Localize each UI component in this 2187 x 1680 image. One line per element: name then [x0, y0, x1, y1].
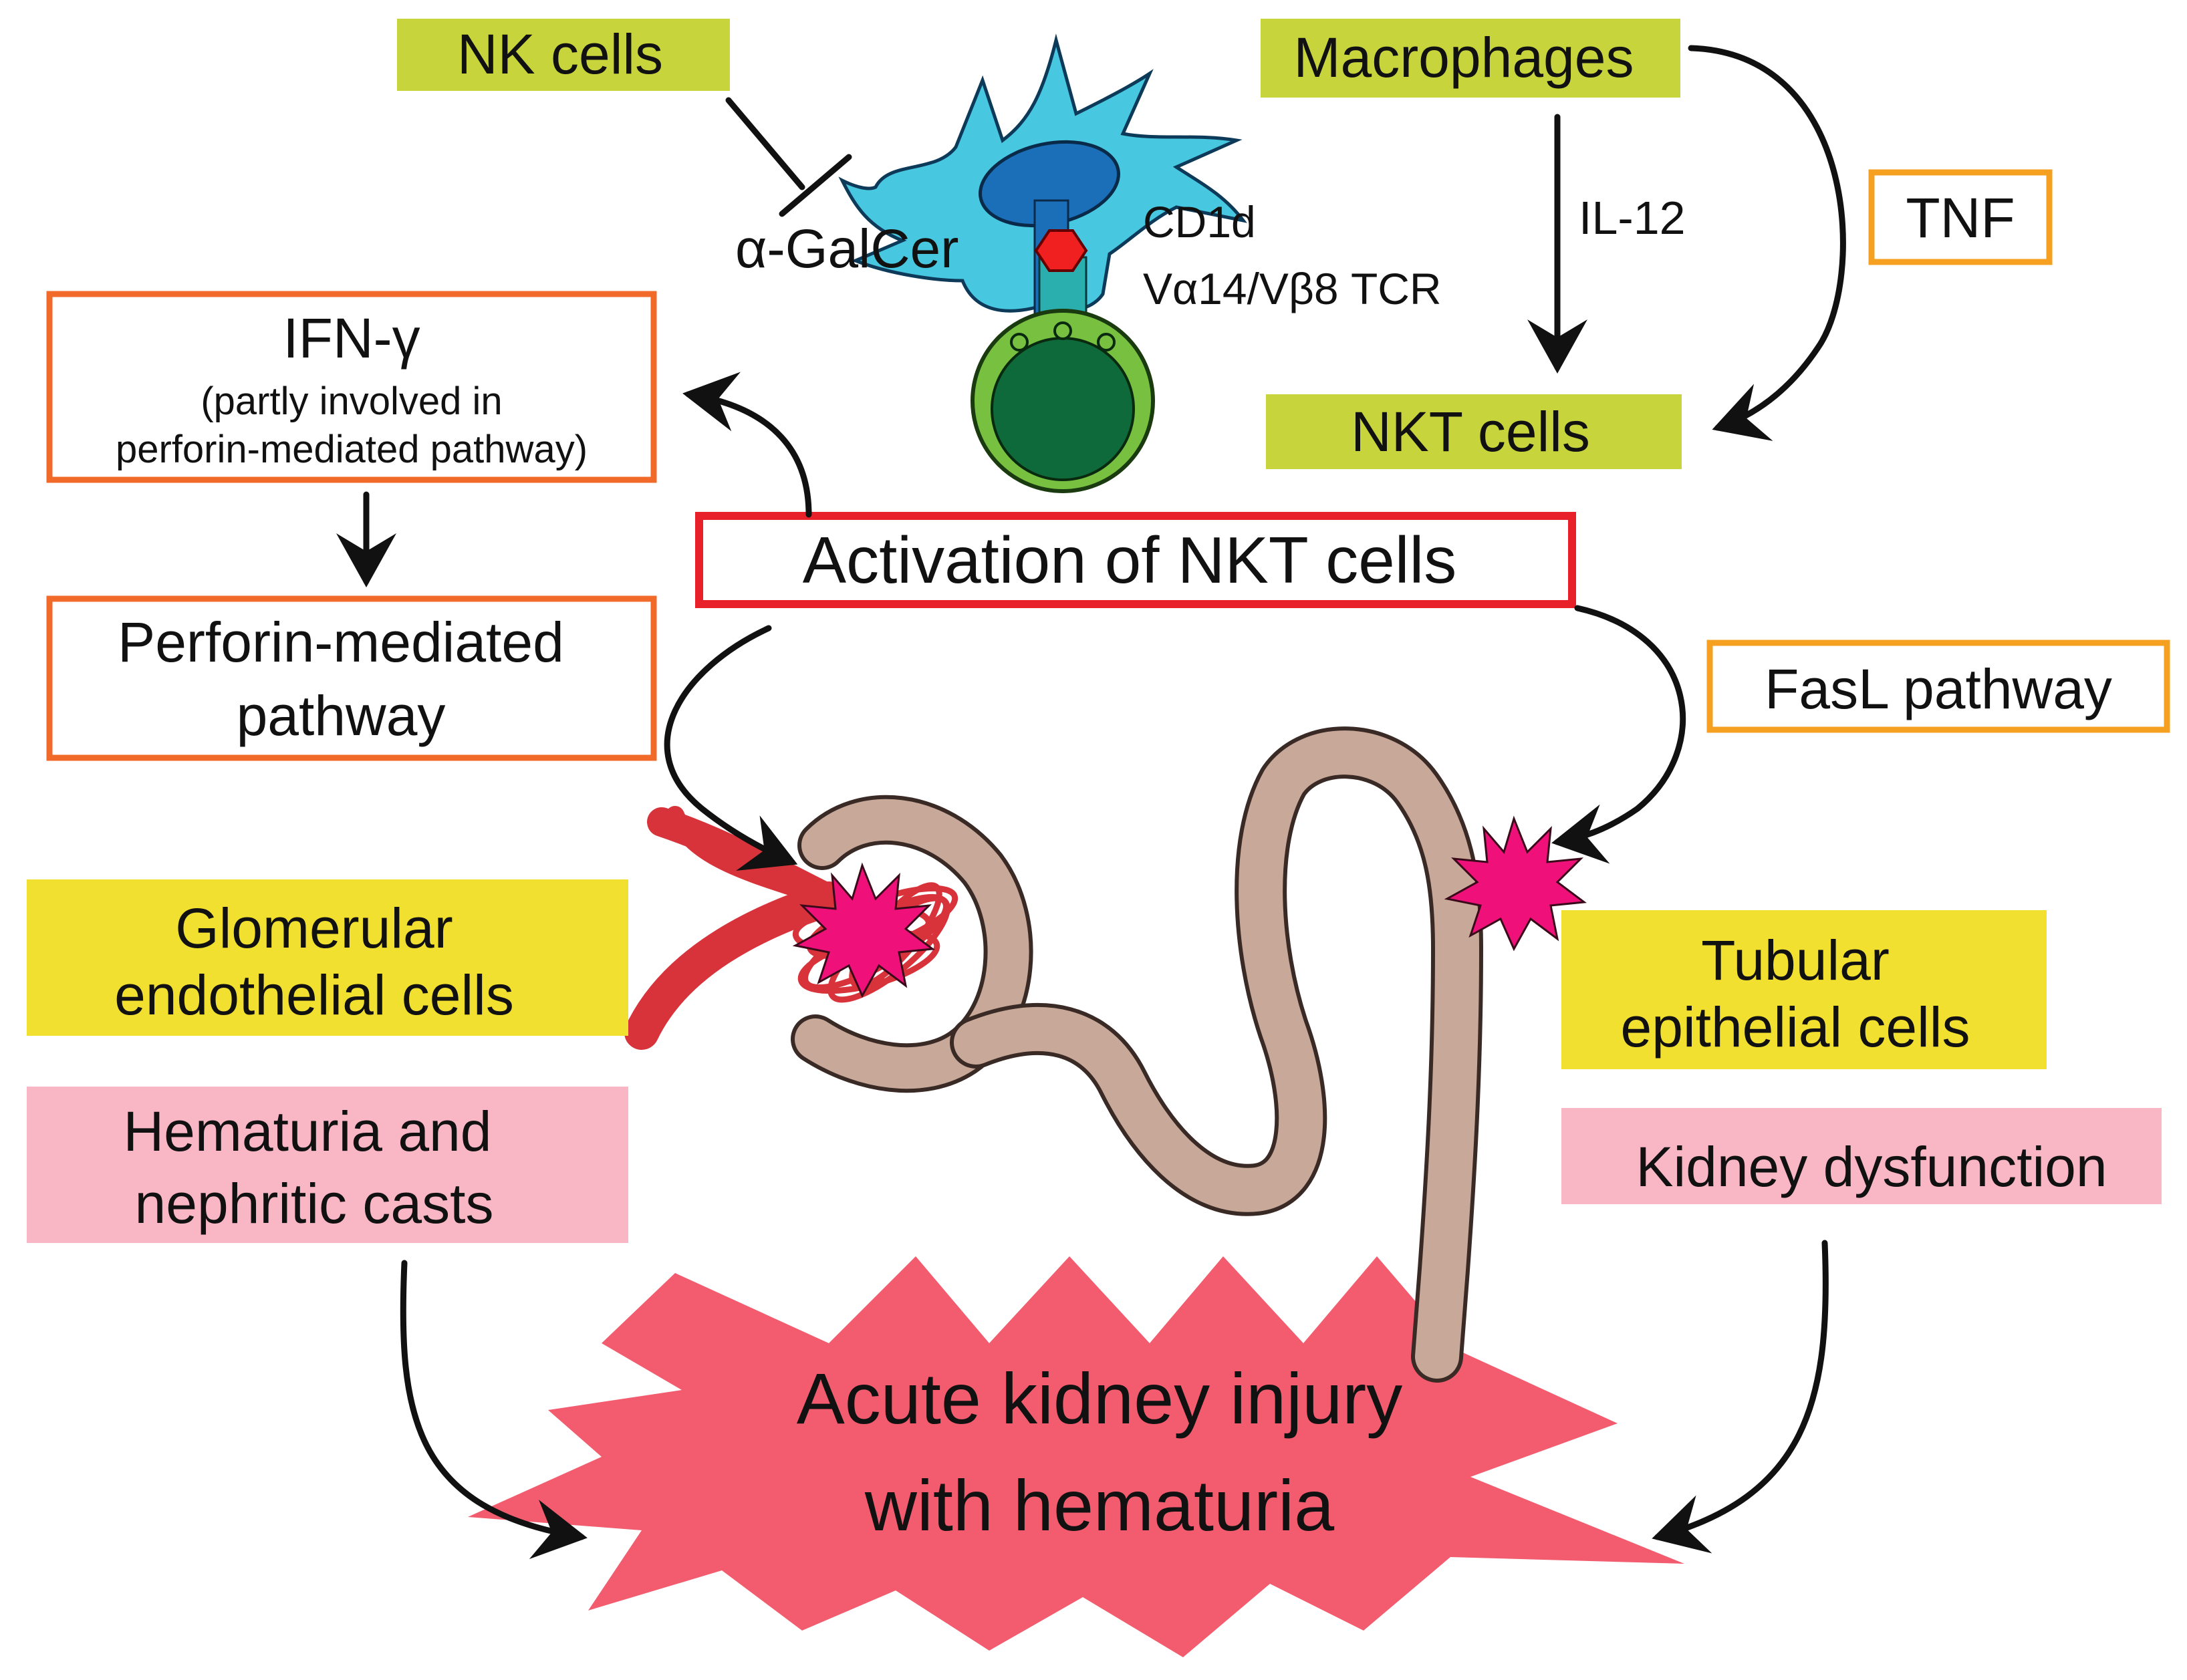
macrophages-label: Macrophages	[1294, 26, 1634, 89]
fasl-box	[1706, 640, 2170, 733]
kidney-dys-box	[1561, 1108, 2162, 1204]
ifn-title: IFN-γ	[283, 307, 420, 370]
nkt-receptor-3	[1097, 333, 1116, 352]
perforin-line-2: pathway	[237, 684, 446, 747]
cd1d-label: CD1d	[1143, 197, 1256, 247]
tubular-line-1: Tubular	[1701, 929, 1890, 992]
hematuria-line-1: Hematuria and	[124, 1100, 492, 1163]
hematuria-box	[27, 1087, 628, 1243]
glomerular-box	[27, 879, 628, 1036]
ifn-note-1: (partly involved in	[201, 380, 502, 423]
activation-to-tubule-arrow	[1551, 605, 1686, 864]
tnf-label: TNF	[1906, 186, 2015, 249]
activation-to-glomerulus-arrow	[664, 625, 798, 871]
nk-cells-box	[397, 19, 730, 91]
hematuria-line-2: nephritic casts	[135, 1172, 494, 1235]
renal-tubule	[954, 730, 1479, 1379]
tubular-line-2: epithelial cells	[1621, 996, 1970, 1059]
ifn-box	[46, 291, 657, 483]
fasl-label: FasL pathway	[1765, 658, 2112, 720]
tcr-label: Vα14/Vβ8 TCR	[1143, 264, 1442, 313]
macrophages-box	[1261, 19, 1680, 98]
tnf-box	[1868, 169, 2053, 265]
hematuria-to-aki-arrow	[400, 1260, 588, 1560]
il12-label: IL-12	[1579, 192, 1686, 244]
bowman-capsule-fill	[795, 799, 1029, 1089]
perforin-box	[46, 595, 657, 761]
nkt-receptor-1	[1010, 333, 1029, 352]
nkt-cells-box	[1266, 394, 1682, 469]
kidney-dys-to-aki-arrow	[1652, 1240, 1829, 1554]
aki-line-1: Acute kidney injury	[797, 1358, 1402, 1439]
galcer-label: α-GalCer	[735, 219, 958, 279]
acute-injury-burst	[468, 1256, 1684, 1657]
kidney-dys-label: Kidney dysfunction	[1636, 1135, 2107, 1198]
nkt-receptor-2	[1053, 321, 1072, 340]
activation-to-ifn-arrow	[682, 372, 812, 518]
nkt-cell-nucleus	[991, 337, 1135, 481]
ifn-note-2: perforin-mediated pathway)	[116, 428, 588, 471]
nk-inhibit-arrow	[725, 97, 805, 190]
aki-line-2: with hematuria	[864, 1465, 1335, 1546]
galcer-lipid	[1034, 229, 1088, 272]
tubular-box	[1561, 910, 2047, 1069]
activation-label: Activation of NKT cells	[803, 523, 1457, 597]
nk-cells-label: NK cells	[457, 23, 663, 86]
perforin-line-1: Perforin-mediated	[118, 611, 564, 674]
glomerular-line-2: endothelial cells	[114, 964, 514, 1026]
glomerular-injury-star	[792, 862, 935, 998]
tnf-arrow	[1688, 45, 1846, 441]
activation-box	[695, 512, 1576, 608]
glomerular-line-1: Glomerular	[175, 897, 453, 960]
nk-inhibit-bar	[779, 154, 852, 217]
nkt-cells-label: NKT cells	[1351, 400, 1590, 463]
